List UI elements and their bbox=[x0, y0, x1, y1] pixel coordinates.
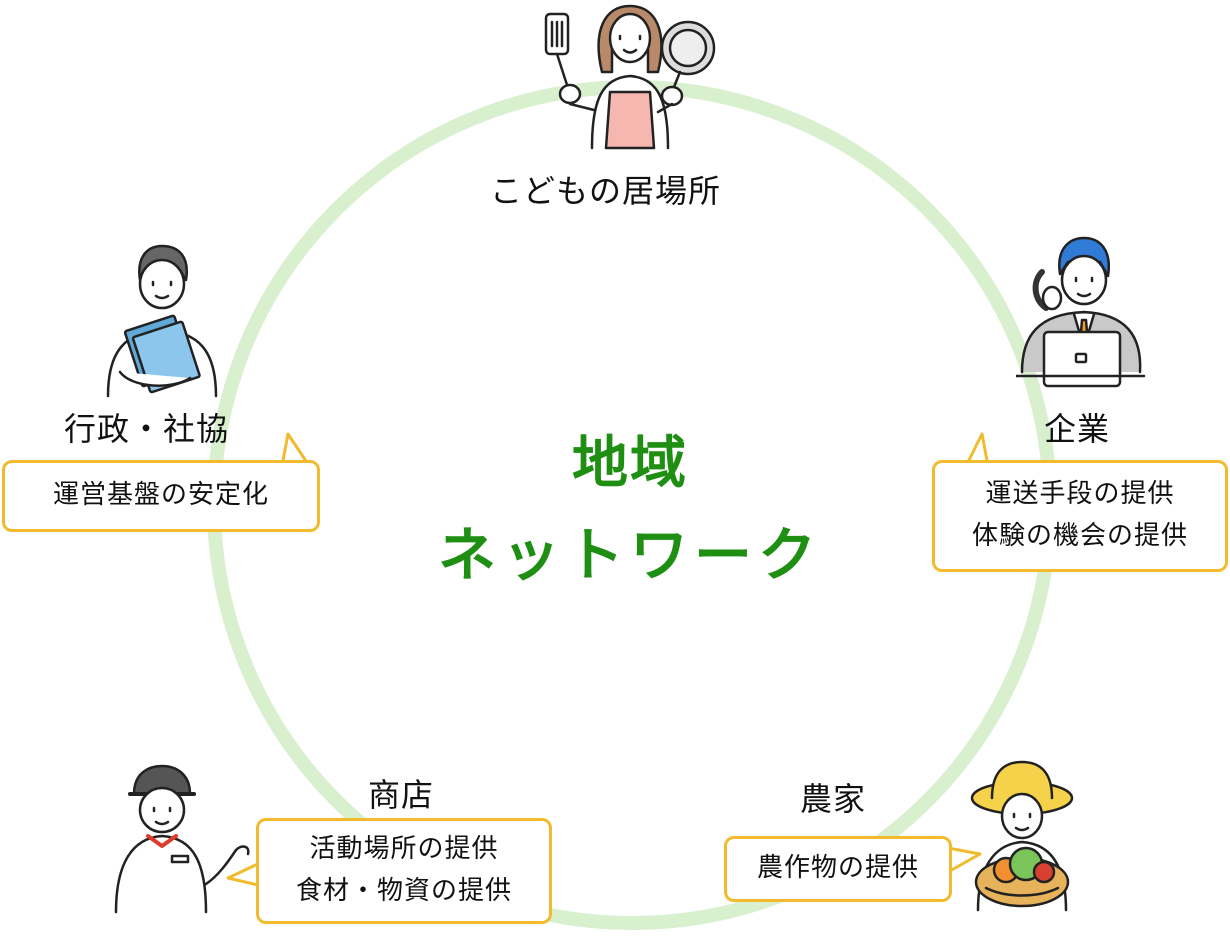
bubble-kigyou-line1: 運送手段の提供 bbox=[985, 479, 1175, 510]
label-kodomo: こどもの居場所 bbox=[490, 172, 722, 210]
farmer-vegetables-icon bbox=[970, 760, 1074, 912]
bubble-shouten: 活動場所の提供 食材・物資の提供 bbox=[256, 818, 552, 924]
businessman-laptop-icon bbox=[1016, 236, 1146, 388]
bubble-tail bbox=[964, 432, 990, 467]
shop-clerk-icon bbox=[114, 764, 250, 914]
bubble-tail bbox=[947, 846, 982, 874]
label-gyousei: 行政・社協 bbox=[64, 410, 230, 448]
bubble-tail bbox=[226, 860, 263, 888]
center-title-line2: ネットワーク bbox=[437, 521, 822, 589]
bubble-kigyou-line2: 体験の機会の提供 bbox=[971, 521, 1188, 551]
label-kigyou: 企業 bbox=[1044, 410, 1111, 448]
bubble-nouka: 農作物の提供 bbox=[724, 836, 952, 902]
label-nouka: 農家 bbox=[800, 780, 867, 818]
bubble-kigyou: 運送手段の提供 体験の機会の提供 bbox=[932, 460, 1228, 572]
bubble-tail bbox=[280, 432, 310, 467]
label-shouten: 商店 bbox=[368, 776, 435, 814]
cook-person-icon bbox=[544, 4, 716, 150]
bubble-gyousei-text: 運営基盤の安定化 bbox=[52, 480, 269, 511]
bubble-shouten-line1: 活動場所の提供 bbox=[309, 834, 499, 865]
bubble-nouka-text: 農作物の提供 bbox=[756, 853, 919, 884]
bubble-gyousei: 運営基盤の安定化 bbox=[2, 460, 320, 532]
office-worker-folder-icon bbox=[106, 244, 218, 398]
center-title-line1: 地域 bbox=[572, 431, 688, 496]
bubble-shouten-line2: 食材・物資の提供 bbox=[295, 876, 512, 906]
